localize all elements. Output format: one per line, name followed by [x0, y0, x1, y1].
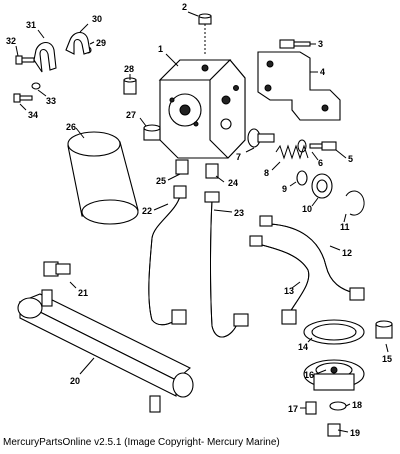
- callout-31: 31: [26, 20, 36, 30]
- part-fitting-24[interactable]: [205, 163, 219, 179]
- callout-14: 14: [298, 342, 308, 352]
- part-spring[interactable]: [275, 144, 309, 160]
- part-clamp-left[interactable]: [33, 41, 57, 73]
- callout-33: 33: [46, 96, 56, 106]
- part-o-ring[interactable]: [296, 170, 308, 186]
- part-filter-adapter-block[interactable]: [158, 59, 246, 159]
- part-washer-side[interactable]: [297, 139, 307, 153]
- part-gasket[interactable]: [303, 319, 365, 345]
- callout-6: 6: [318, 158, 323, 168]
- callout-16: 16: [304, 370, 314, 380]
- part-hose-middle[interactable]: [204, 191, 249, 338]
- callout-19: 19: [350, 428, 360, 438]
- callout-4: 4: [320, 67, 325, 77]
- callout-24: 24: [228, 178, 238, 188]
- part-filter-mount[interactable]: [303, 359, 365, 391]
- callout-21: 21: [78, 288, 88, 298]
- callout-8: 8: [264, 168, 269, 178]
- callout-27: 27: [126, 110, 136, 120]
- callout-10: 10: [302, 204, 312, 214]
- part-washer-clamp[interactable]: [31, 82, 41, 90]
- callout-13: 13: [284, 286, 294, 296]
- callout-18: 18: [352, 400, 362, 410]
- callout-labels: 1 2 3 4 5 6 7 8 9 10 11 12 13 14 15 16 1…: [6, 2, 392, 438]
- part-bolt-side[interactable]: [309, 141, 337, 151]
- part-oil-cooler[interactable]: [17, 289, 194, 413]
- part-elbow-fitting[interactable]: [43, 261, 71, 277]
- image-caption: MercuryPartsOnline v2.5.1 (Image Copyrig…: [3, 437, 280, 448]
- callout-30: 30: [92, 14, 102, 24]
- part-screw-top[interactable]: [15, 55, 35, 65]
- callout-5: 5: [348, 154, 353, 164]
- part-oil-hose-long[interactable]: [259, 215, 365, 301]
- part-oil-hose-short[interactable]: [249, 235, 310, 325]
- part-bypass-valve[interactable]: [311, 173, 333, 199]
- callout-29: 29: [96, 38, 106, 48]
- part-bolt-bracket[interactable]: [279, 39, 311, 49]
- part-fitting-small[interactable]: [305, 401, 317, 415]
- part-clamp-right[interactable]: [65, 31, 91, 55]
- callout-20: 20: [70, 376, 80, 386]
- callout-15: 15: [382, 354, 392, 364]
- callout-32: 32: [6, 36, 16, 46]
- part-adapter-fitting[interactable]: [247, 128, 275, 148]
- callout-7: 7: [236, 152, 241, 162]
- callout-9: 9: [282, 184, 287, 194]
- callout-25: 25: [156, 176, 166, 186]
- callout-12: 12: [342, 248, 352, 258]
- callout-28: 28: [124, 64, 134, 74]
- part-washer-small[interactable]: [329, 401, 347, 411]
- leader-lines: [15, 11, 389, 433]
- part-filter-adapter[interactable]: [143, 124, 161, 141]
- callout-26: 26: [66, 122, 76, 132]
- callout-2: 2: [182, 2, 187, 12]
- part-hose-left[interactable]: [148, 185, 187, 326]
- part-fitting-28[interactable]: [123, 77, 137, 95]
- callout-34: 34: [28, 110, 38, 120]
- part-plug-top[interactable]: [198, 13, 212, 55]
- callout-3: 3: [318, 39, 323, 49]
- callout-1: 1: [158, 44, 163, 54]
- part-fitting-25[interactable]: [175, 159, 189, 175]
- callout-17: 17: [288, 404, 298, 414]
- callout-23: 23: [234, 208, 244, 218]
- callout-11: 11: [340, 222, 350, 232]
- part-screw-bottom[interactable]: [13, 93, 33, 103]
- part-oil-filter[interactable]: [67, 131, 139, 225]
- part-mounting-bracket[interactable]: [257, 51, 341, 121]
- callout-22: 22: [142, 206, 152, 216]
- part-snap-ring[interactable]: [345, 190, 365, 216]
- part-nut[interactable]: [375, 320, 393, 339]
